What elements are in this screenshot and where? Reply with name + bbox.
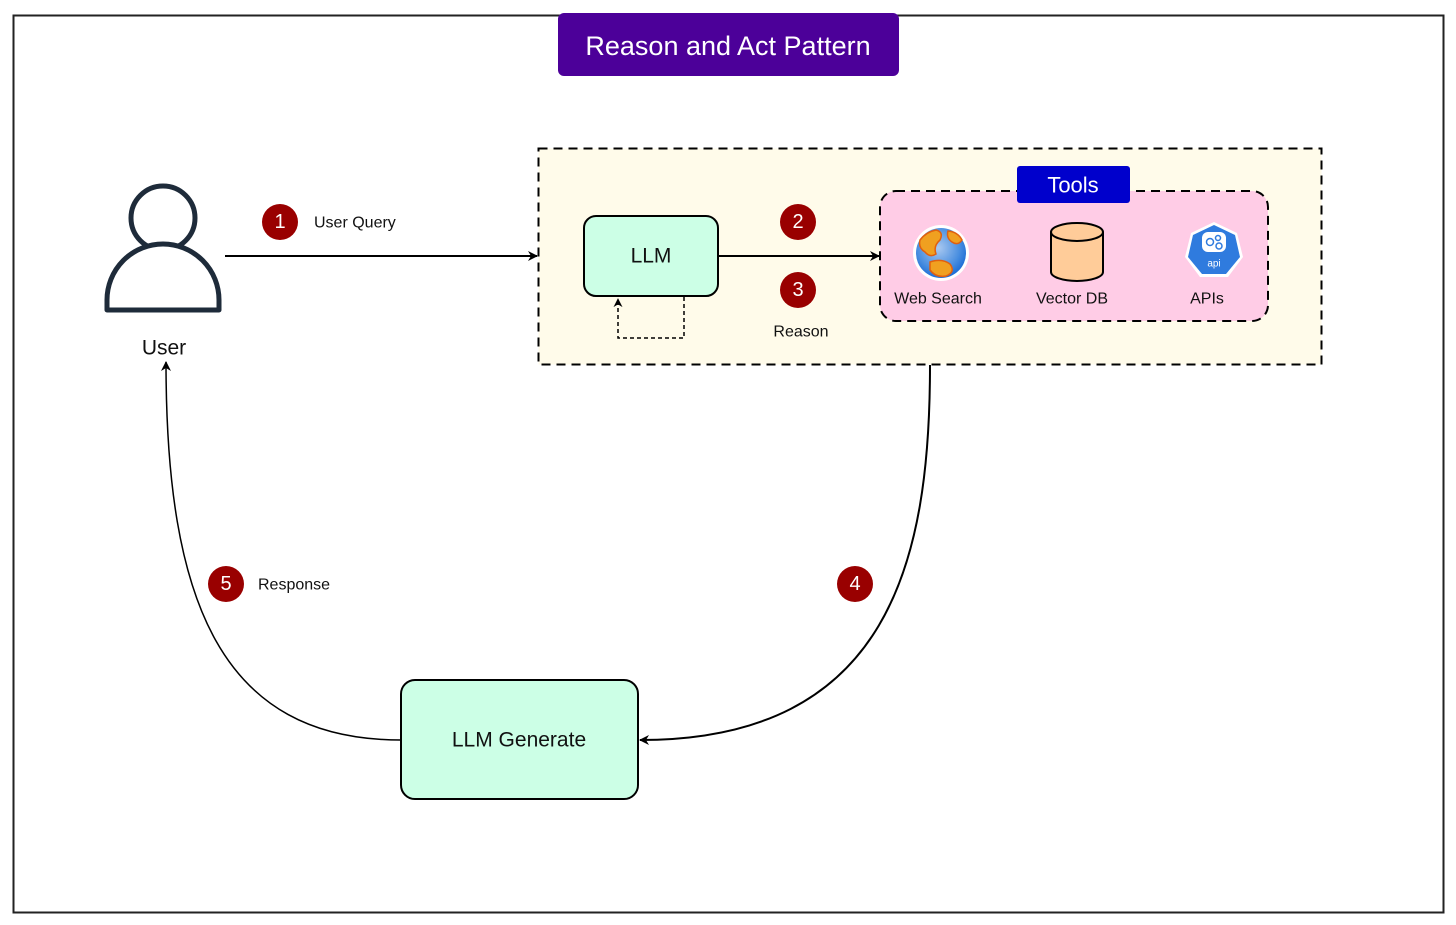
tools-title: Tools: [1047, 173, 1098, 198]
title-banner: Reason and Act Pattern: [558, 13, 899, 76]
page-title: Reason and Act Pattern: [585, 31, 870, 61]
step-number-3: 3: [792, 279, 803, 301]
step-badge-5: 5: [208, 566, 244, 602]
response-arrow: [161, 361, 402, 741]
step-number-4: 4: [849, 573, 860, 595]
step-label-3: Reason: [773, 324, 828, 341]
tool-label-web-search: Web Search: [894, 291, 982, 308]
tool-apis[interactable]: api APIs: [1185, 222, 1243, 308]
user-label: User: [142, 337, 186, 360]
step-number-1: 1: [274, 211, 285, 233]
step-badge-1: 1: [262, 204, 298, 240]
api-icon: api: [1185, 222, 1243, 277]
tool-label-apis: APIs: [1190, 291, 1224, 308]
step-label-1: User Query: [314, 215, 396, 232]
tool-label-vector-db: Vector DB: [1036, 291, 1108, 308]
database-icon: [1050, 222, 1104, 282]
tools-header: Tools: [1017, 166, 1130, 203]
globe-icon: [913, 225, 969, 281]
tool-vector-db[interactable]: Vector DB: [1036, 222, 1108, 308]
user-icon[interactable]: [104, 183, 222, 313]
observation-arrow: [639, 364, 931, 745]
api-icon-text: api: [1207, 259, 1220, 270]
llm-generate-label: LLM Generate: [452, 729, 586, 752]
llm-label: LLM: [631, 245, 672, 268]
step-badge-3: 3: [780, 272, 816, 308]
llm-box[interactable]: LLM: [583, 215, 719, 297]
reason-loop-arrow: [613, 297, 685, 339]
step-label-5: Response: [258, 577, 330, 594]
step-badge-4: 4: [837, 566, 873, 602]
title-background: [558, 13, 899, 76]
tool-web-search[interactable]: Web Search: [894, 225, 982, 308]
step-number-2: 2: [792, 211, 803, 233]
llm-generate-box[interactable]: LLM Generate: [400, 679, 639, 800]
step-badge-2: 2: [780, 204, 816, 240]
step-number-5: 5: [220, 573, 231, 595]
